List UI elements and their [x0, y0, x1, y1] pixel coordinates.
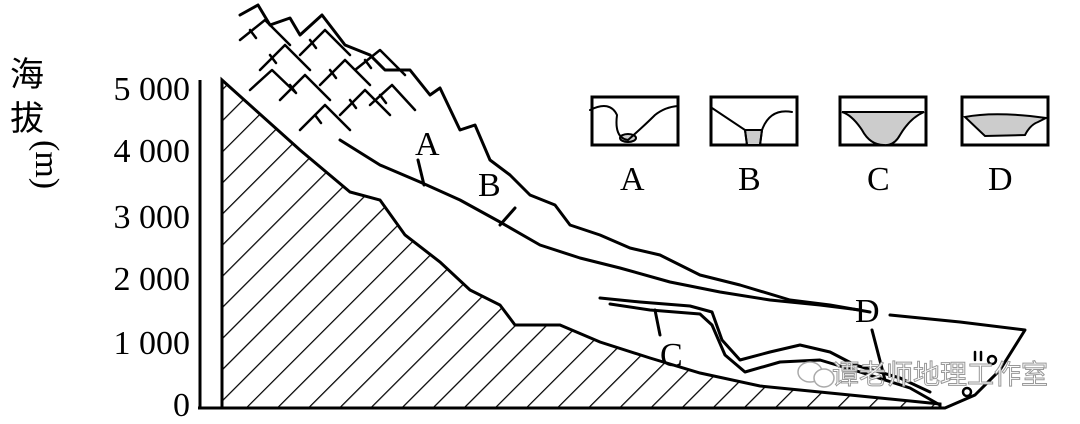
- tick-label: 2 000: [114, 261, 191, 298]
- axis-label-char: 拔: [10, 100, 44, 138]
- leader-d: [870, 328, 887, 382]
- inset-b: B: [709, 95, 799, 198]
- tick-label: 0: [173, 387, 190, 424]
- leader-b: [498, 206, 517, 227]
- glacier-tongue: [888, 313, 1027, 410]
- profile-label-a: A: [415, 126, 440, 163]
- tick-label: 4 000: [114, 133, 191, 170]
- profile-label-d: D: [855, 293, 880, 330]
- inset-label: B: [738, 161, 761, 198]
- inset-a: A: [589, 95, 680, 198]
- inset-label: D: [988, 161, 1013, 198]
- profile-label-c: C: [660, 337, 683, 374]
- valley-line-upper: [598, 296, 932, 394]
- inset-c: C: [838, 95, 928, 198]
- leader-a: [416, 158, 426, 187]
- inset-label: A: [620, 161, 645, 198]
- axis-label-unit: (m): [28, 140, 65, 189]
- watermark: 谭老师地理工作室: [797, 360, 1049, 392]
- inset-label: C: [867, 161, 890, 198]
- profile-label-b: B: [478, 167, 501, 204]
- leader-c: [653, 308, 662, 337]
- tick-label: 3 000: [114, 199, 191, 236]
- y-axis: 5 000 4 000 3 000 2 000 1 000 0: [114, 71, 202, 424]
- bedrock: [220, 76, 942, 410]
- inset-d: D: [960, 95, 1050, 198]
- watermark-text: 谭老师地理工作室: [832, 360, 1048, 391]
- glacier-surface-line: [338, 138, 862, 312]
- mountain-peaks: [238, 18, 417, 132]
- mountain-outline: [238, 3, 872, 314]
- moraine-stones: [961, 350, 998, 398]
- valley-line-lower: [608, 302, 942, 407]
- tick-label: 5 000: [114, 71, 191, 108]
- tick-label: 1 000: [114, 325, 191, 362]
- axis-label-char: 海: [10, 56, 44, 94]
